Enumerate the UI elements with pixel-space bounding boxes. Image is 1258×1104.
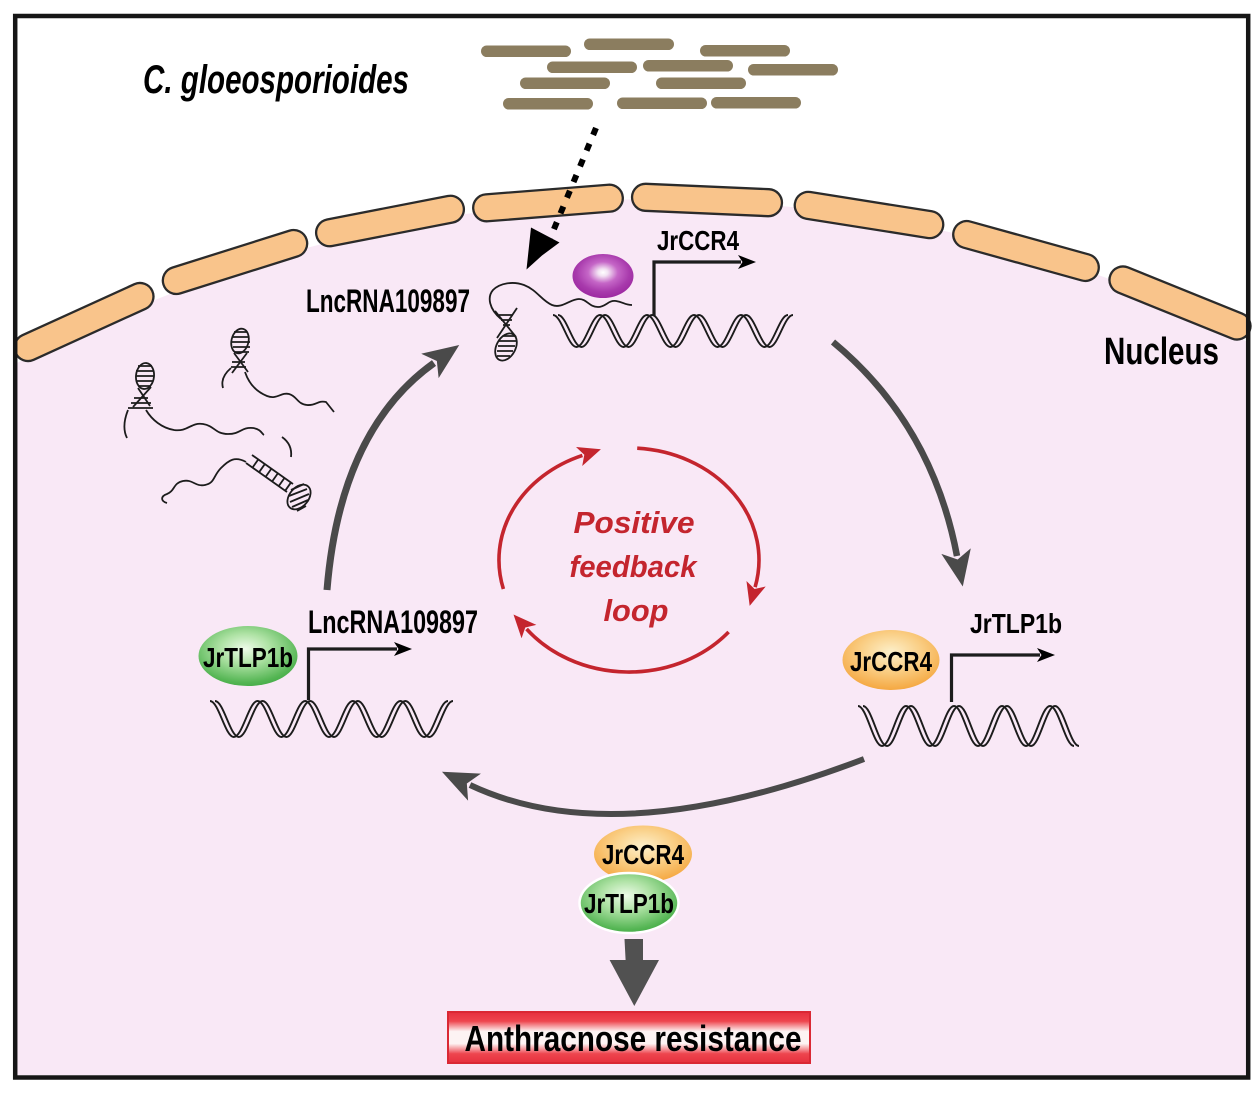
svg-text:JrTLP1b: JrTLP1b [584, 888, 674, 919]
svg-text:Nucleus: Nucleus [1104, 331, 1219, 373]
svg-text:JrTLP1b: JrTLP1b [203, 642, 293, 673]
svg-text:feedback: feedback [570, 549, 699, 584]
svg-text:JrTLP1b: JrTLP1b [970, 608, 1062, 639]
svg-text:C. gloeosporioides: C. gloeosporioides [143, 58, 409, 102]
svg-text:LncRNA109897: LncRNA109897 [308, 604, 478, 640]
svg-text:Anthracnose resistance: Anthracnose resistance [465, 1018, 802, 1059]
svg-text:LncRNA109897: LncRNA109897 [306, 283, 470, 319]
svg-text:Positive: Positive [574, 505, 695, 540]
svg-text:JrCCR4: JrCCR4 [850, 646, 932, 677]
svg-text:loop: loop [604, 593, 669, 628]
svg-text:JrCCR4: JrCCR4 [602, 839, 684, 870]
svg-text:JrCCR4: JrCCR4 [657, 225, 739, 256]
